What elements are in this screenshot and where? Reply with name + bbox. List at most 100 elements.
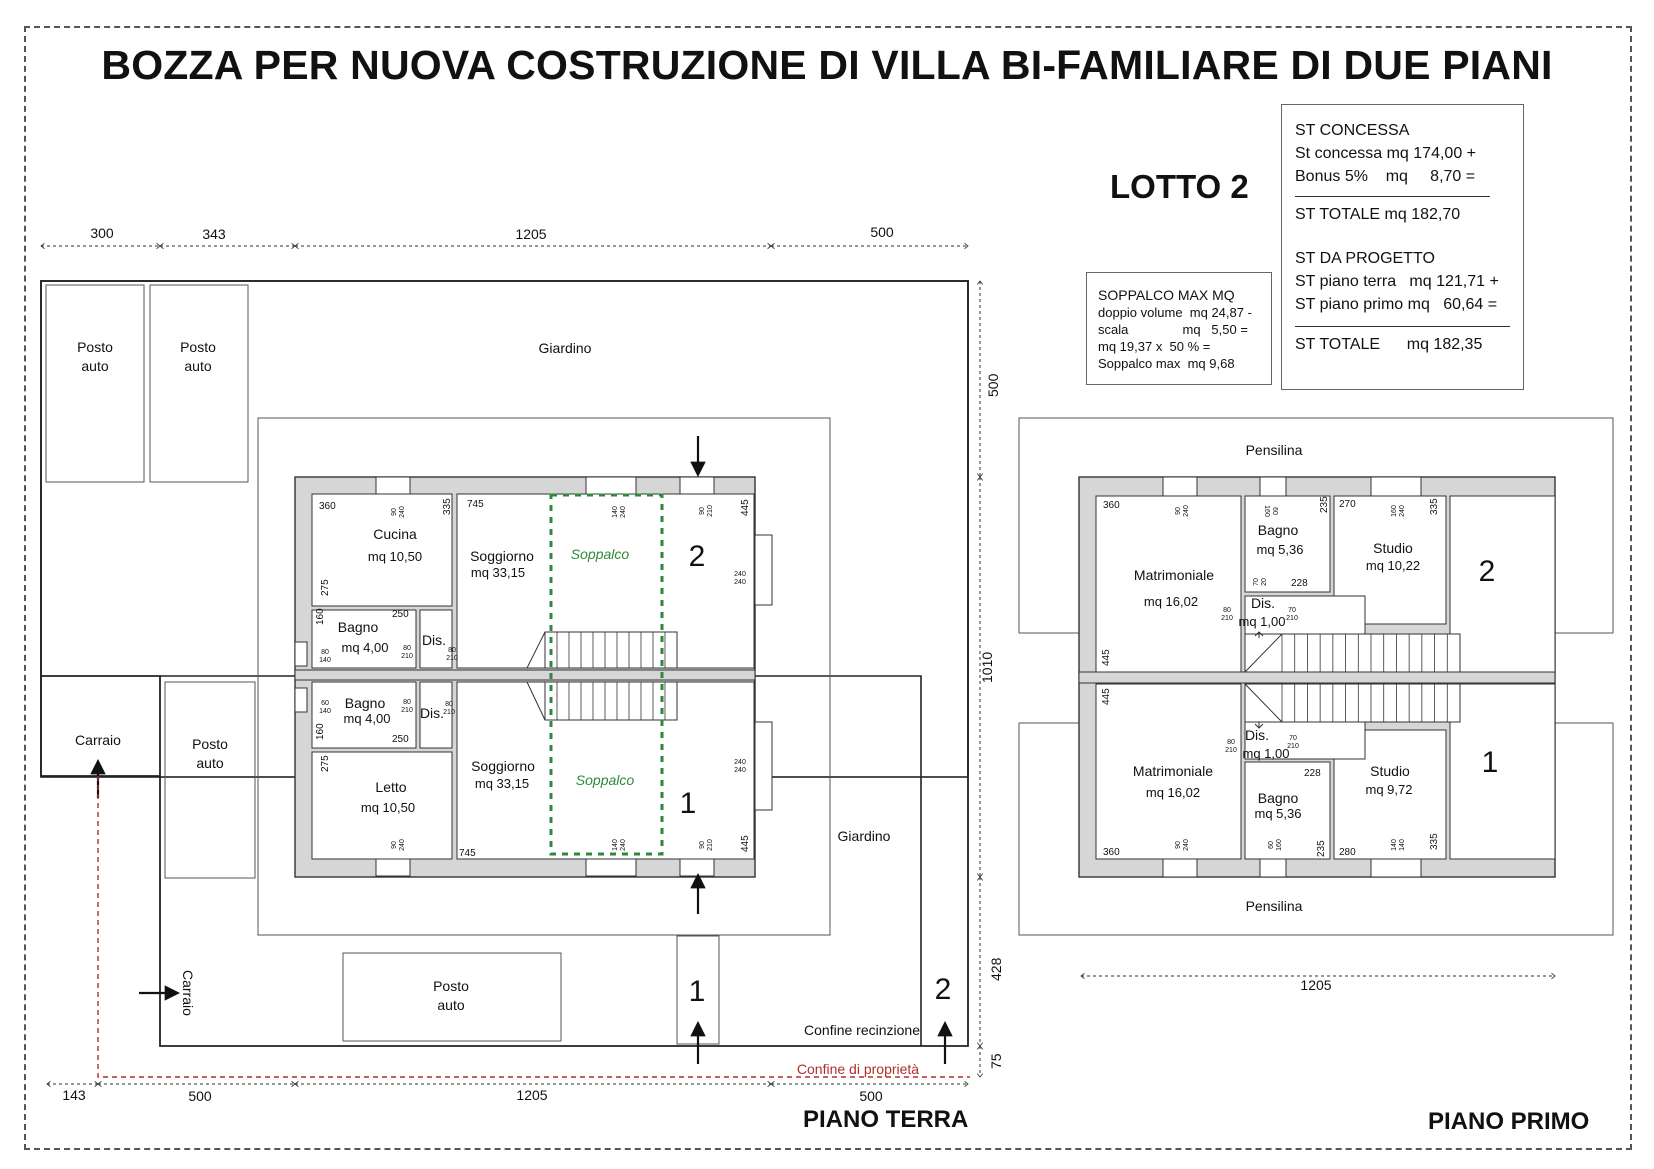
- window-dim: 160240: [1391, 505, 1406, 517]
- room-name: Letto: [375, 779, 406, 795]
- room-area: mq 4,00: [342, 640, 389, 655]
- st-line: Bonus 5% mq 8,70 =: [1295, 168, 1476, 185]
- window-dim: 90210: [699, 839, 714, 851]
- soppalco-line: Soppalco max mq 9,68: [1098, 356, 1235, 371]
- posto-auto-label: auto: [81, 358, 108, 374]
- dimension-value: 1010: [979, 652, 995, 683]
- dimension-value: 1205: [515, 226, 546, 242]
- window-dim: 90210: [699, 505, 714, 517]
- st-line: ST piano primo mq 60,64 =: [1295, 296, 1498, 313]
- window-dim: 140140: [1391, 839, 1406, 851]
- room-dim: 235: [1319, 496, 1330, 513]
- soppalco-box: SOPPALCO MAX MQ doppio volume mq 24,87 -…: [1086, 272, 1272, 385]
- room-name: Bagno: [1258, 790, 1299, 806]
- window-dim: 140240: [612, 506, 627, 518]
- room-dim: 445: [740, 499, 751, 516]
- driveway-label: Carraio: [75, 732, 121, 748]
- room-dim: 360: [1103, 500, 1120, 511]
- room-dim: 335: [1429, 833, 1440, 850]
- unit-number: 2: [689, 540, 706, 573]
- window-dim: 60160: [1268, 839, 1283, 851]
- st-divider: [1295, 326, 1510, 327]
- room-name: Dis.: [1245, 727, 1269, 743]
- room-dim: 360: [319, 501, 336, 512]
- unit-number: 1: [680, 787, 697, 820]
- room-dim: 360: [1103, 847, 1120, 858]
- room-area: mq 9,72: [1366, 782, 1413, 797]
- room-area: mq 1,00: [1239, 614, 1286, 629]
- soppalco-line: SOPPALCO MAX MQ: [1098, 287, 1235, 303]
- room-name: Bagno: [1258, 522, 1299, 538]
- room-name: Dis.: [1251, 595, 1275, 611]
- driveway-label: Carraio: [180, 970, 196, 1016]
- mezzanine-label: Soppalco: [576, 772, 635, 788]
- dimension-value: 428: [988, 957, 1004, 981]
- soppalco-line: mq 19,37 x 50 % =: [1098, 339, 1211, 354]
- room-name: Studio: [1370, 763, 1410, 779]
- dimension-value: 500: [870, 224, 894, 240]
- room-dim: 235: [1316, 840, 1327, 857]
- posto-auto-label: auto: [184, 358, 211, 374]
- dimension-value: 343: [202, 226, 226, 242]
- room-name: Bagno: [345, 695, 386, 711]
- room-name: Soggiorno: [471, 758, 535, 774]
- st-line: ST TOTALE mq 182,70: [1295, 206, 1461, 223]
- sheet-border: [24, 26, 1632, 1150]
- posto-auto-label: auto: [437, 997, 464, 1013]
- garden-label: Giardino: [838, 828, 891, 844]
- ground-floor-label: PIANO TERRA: [803, 1106, 969, 1133]
- fence-label: Confine recinzione: [804, 1022, 920, 1038]
- room-area: mq 10,22: [1366, 558, 1420, 573]
- room-name: Matrimoniale: [1134, 567, 1214, 583]
- room-dim: 445: [1101, 649, 1112, 666]
- room-dim: 250: [392, 734, 409, 745]
- soppalco-line: doppio volume mq 24,87 -: [1098, 305, 1252, 320]
- room-dim: 160: [315, 723, 326, 740]
- room-dim: 270: [1339, 499, 1356, 510]
- first-floor-plan: Pensilina Pensilina Matrimoniale mq 16,0…: [1018, 417, 1614, 993]
- canopy-label: Pensilina: [1246, 898, 1303, 914]
- window-dim: 90240: [1175, 839, 1190, 851]
- dimension-value: 1205: [516, 1087, 547, 1103]
- room-area: mq 33,15: [471, 565, 525, 580]
- room-area: mq 10,50: [368, 549, 422, 564]
- room-area: mq 1,00: [1243, 746, 1290, 761]
- room-dim: 335: [442, 498, 453, 515]
- dimension-value: 75: [988, 1053, 1004, 1069]
- room-area: mq 4,00: [344, 711, 391, 726]
- st-summary-box: ST CONCESSA St concessa mq 174,00 + Bonu…: [1281, 104, 1524, 390]
- property-line-label: Confine di proprietà: [797, 1061, 919, 1077]
- st-line: ST CONCESSA: [1295, 122, 1410, 139]
- st-line: St concessa mq 174,00 +: [1295, 145, 1476, 162]
- window-dim: 7020: [1253, 578, 1268, 586]
- room-dim: 335: [1429, 498, 1440, 515]
- dimension-value: 500: [985, 373, 1001, 397]
- room-area: mq 5,36: [1257, 542, 1304, 557]
- room-dim: 275: [320, 755, 331, 772]
- unit-number: 2: [935, 973, 952, 1006]
- room-area: mq 16,02: [1144, 594, 1198, 609]
- room-name: Studio: [1373, 540, 1413, 556]
- st-line: ST DA PROGETTO: [1295, 250, 1435, 267]
- room-name: Matrimoniale: [1133, 763, 1213, 779]
- st-line: ST piano terra mq 121,71 +: [1295, 273, 1499, 290]
- room-area: mq 33,15: [475, 776, 529, 791]
- unit-number: 2: [1479, 555, 1496, 588]
- room-name: Dis.: [420, 705, 444, 721]
- posto-auto-label: auto: [196, 755, 223, 771]
- lotto-label: LOTTO 2: [1110, 168, 1249, 205]
- garden-label: Giardino: [539, 340, 592, 356]
- window-dim: 90240: [391, 839, 406, 851]
- window-dim: 60160: [1263, 505, 1278, 517]
- posto-auto-label: Posto: [433, 978, 469, 994]
- soppalco-line: scala mq 5,50 =: [1098, 322, 1248, 337]
